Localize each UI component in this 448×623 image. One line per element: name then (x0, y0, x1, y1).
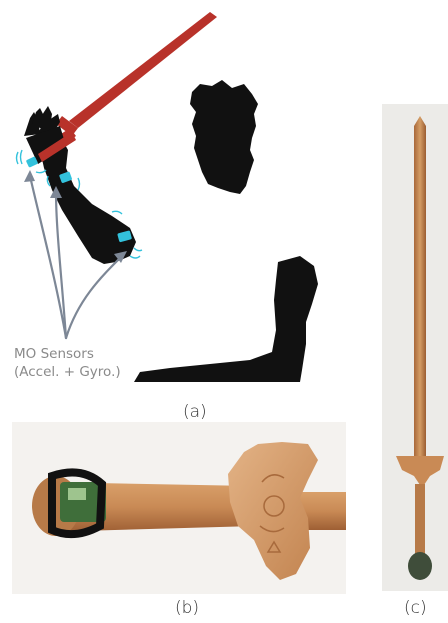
sword-photo-svg (382, 104, 448, 591)
torso-silhouette (134, 256, 318, 382)
sensor-label-line2: (Accel. + Gyro.) (14, 363, 121, 381)
panel-b-photo (12, 422, 346, 594)
head-silhouette (190, 80, 258, 194)
full-grip-shape (415, 484, 425, 556)
caption-b: (b) (175, 598, 199, 618)
illustration-svg (0, 0, 448, 400)
panel-c-photo (382, 104, 448, 591)
caption-a: (a) (183, 402, 207, 422)
full-pommel-shape (408, 552, 432, 580)
hilt-photo-svg (12, 422, 346, 594)
full-blade-shape (414, 116, 426, 456)
sensor-chip-shape (68, 488, 86, 500)
panel-a-illustration: MO Sensors (Accel. + Gyro.) (0, 0, 448, 400)
caption-c: (c) (404, 598, 427, 618)
sensor-label-line1: MO Sensors (14, 345, 94, 363)
